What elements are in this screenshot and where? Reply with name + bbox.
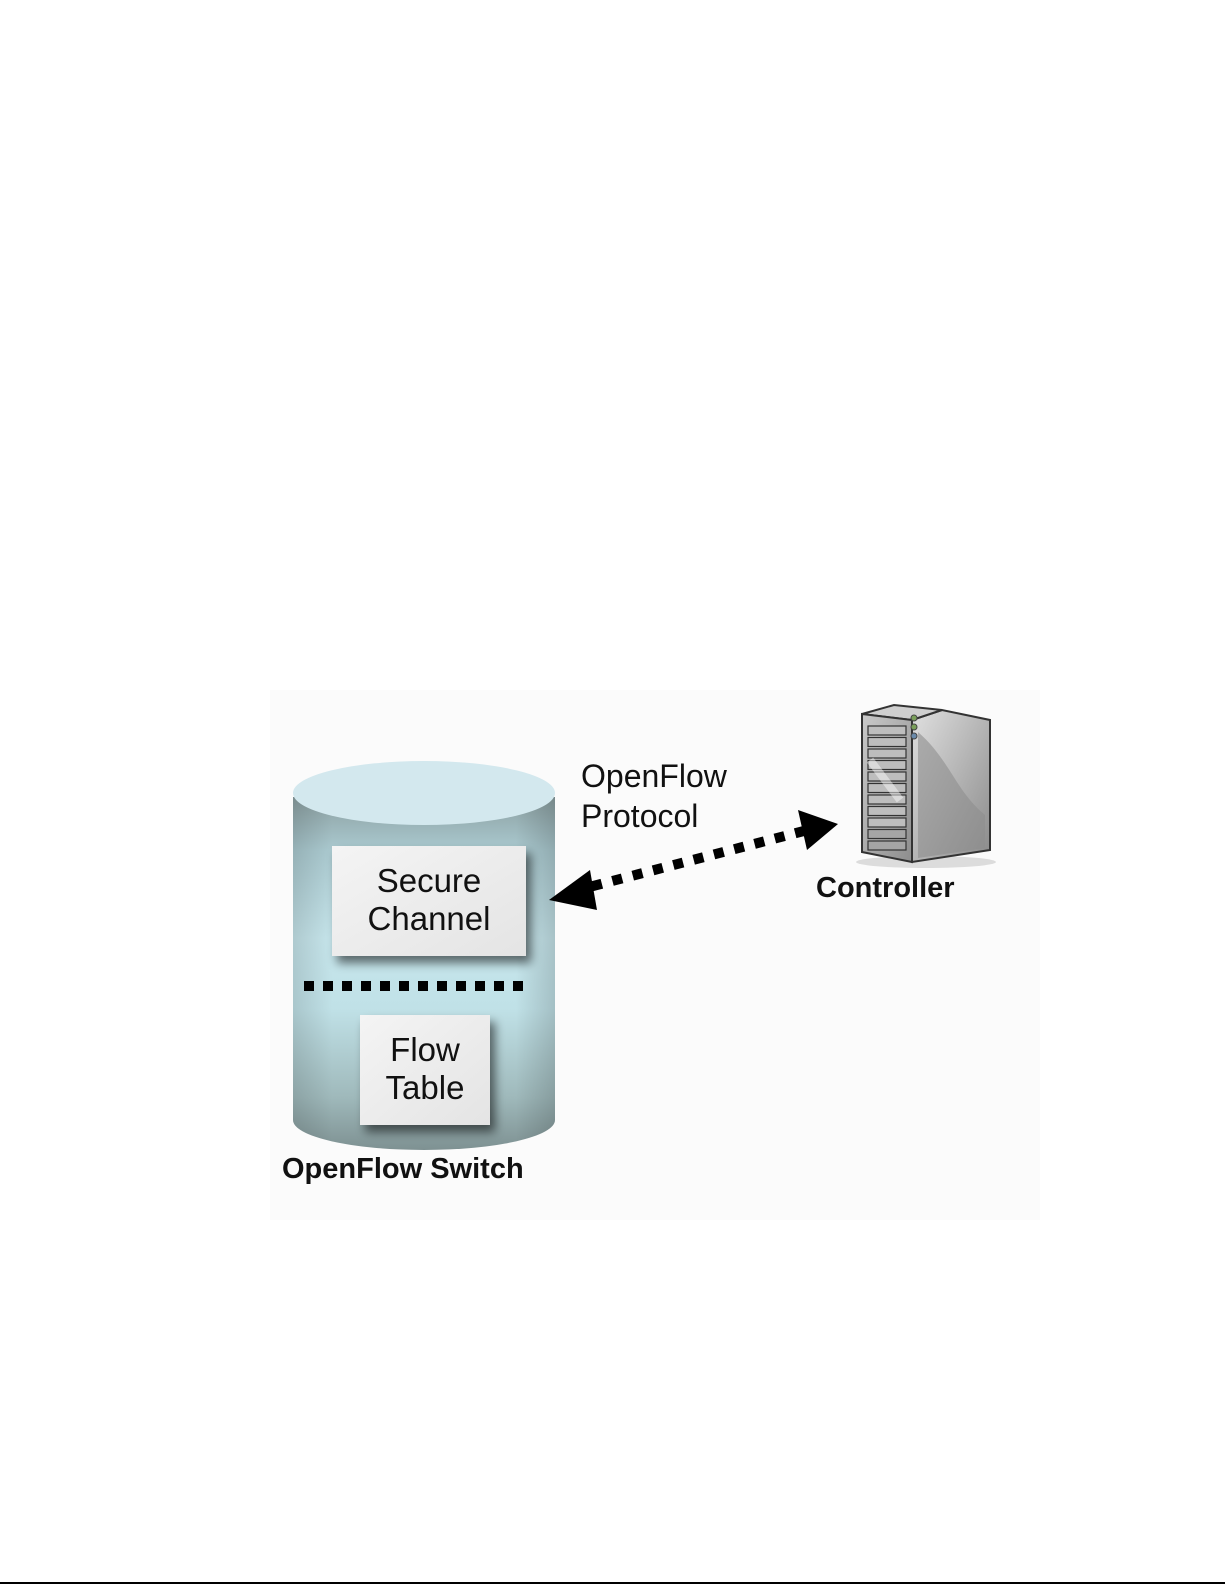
server-bay — [868, 841, 906, 850]
flow-table-line2: Table — [360, 1069, 490, 1107]
arrow-dot — [611, 874, 623, 886]
arrowhead-left — [549, 870, 597, 910]
separator-dot — [323, 981, 333, 991]
secure-channel-label: Secure Channel — [332, 862, 526, 938]
secure-channel-line1: Secure — [332, 862, 526, 900]
separator-dot — [361, 981, 371, 991]
server-bay — [868, 726, 906, 735]
separator-dot — [418, 981, 428, 991]
server-bay — [868, 738, 906, 747]
separator-dot — [475, 981, 485, 991]
arrow-dot — [753, 836, 765, 848]
server-bay — [868, 807, 906, 816]
protocol-line2: Protocol — [581, 796, 727, 836]
separator-dot — [304, 981, 314, 991]
arrow-dot — [692, 852, 704, 864]
cylinder-top — [293, 761, 555, 825]
arrow-dot — [733, 842, 745, 854]
switch-title: OpenFlow Switch — [282, 1153, 524, 1186]
flow-table-label: Flow Table — [360, 1031, 490, 1107]
protocol-label: OpenFlow Protocol — [581, 756, 727, 836]
separator-dot — [342, 981, 352, 991]
arrowhead-right — [798, 810, 838, 850]
separator-dot — [494, 981, 504, 991]
arrow-dot — [652, 863, 664, 875]
protocol-line1: OpenFlow — [581, 756, 727, 796]
separator-dot — [456, 981, 466, 991]
arrow-dot — [631, 868, 643, 880]
flow-table-line1: Flow — [360, 1031, 490, 1069]
arrow-dot — [713, 847, 725, 859]
secure-channel-line2: Channel — [332, 900, 526, 938]
server-bay — [868, 830, 906, 839]
arrow-dot — [672, 858, 684, 870]
separator-dot — [437, 981, 447, 991]
server-bay — [868, 749, 906, 758]
server-tower-icon — [856, 705, 996, 868]
arrow-dot — [774, 831, 786, 843]
controller-label: Controller — [816, 872, 955, 905]
page-bottom-rule — [0, 1582, 1225, 1584]
separator-dot — [380, 981, 390, 991]
separator-dot — [513, 981, 523, 991]
separator-dot — [399, 981, 409, 991]
server-bay — [868, 818, 906, 827]
